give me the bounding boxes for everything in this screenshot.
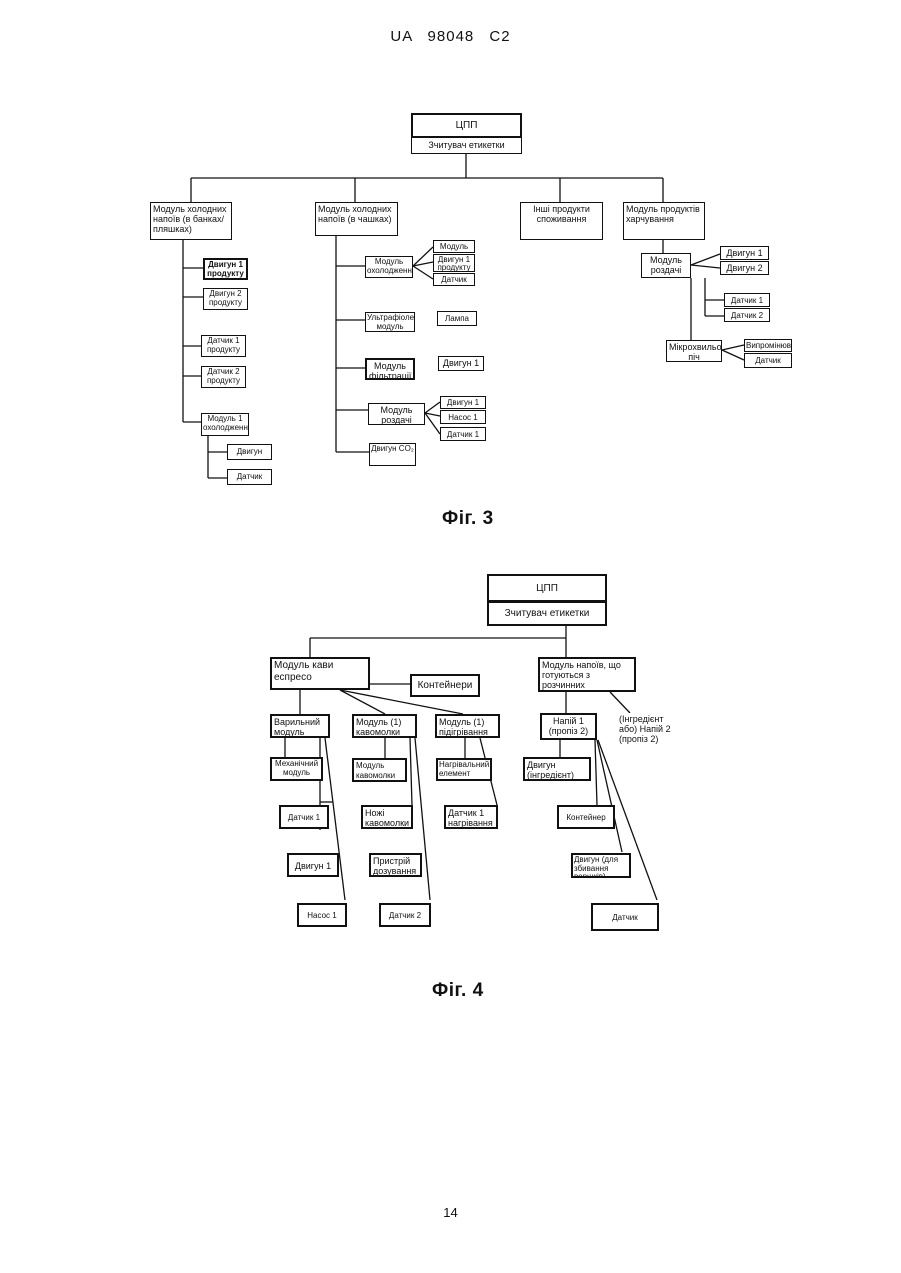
fig3-disp-pump: Насос 1 xyxy=(440,410,486,424)
fig3-mw-emitter: Випромінювач xyxy=(744,339,792,352)
fig4-caption: Фіг. 4 xyxy=(432,980,484,1002)
page-number: 14 xyxy=(0,1205,901,1220)
fig3-food-module: Модуль продуктів харчування xyxy=(623,202,705,240)
fig3-cold-cups-module: Модуль холодних напоїв (в чашках) xyxy=(315,202,398,236)
fig4-dosing-device: Пристрій дозування xyxy=(369,853,422,877)
fig4-sensor-1: Датчик 1 xyxy=(279,805,329,829)
fig3-cm-module: Модуль xyxy=(433,240,475,253)
fig3-cooling-module-b: Модуль охолодження xyxy=(365,256,413,278)
fig3-co2-motor: Двигун CO₂ xyxy=(369,443,416,466)
fig3-uv-module: Ультрафіолетовий модуль xyxy=(365,312,415,332)
fig4-brew-module: Варильний модуль xyxy=(270,714,330,738)
fig4-cpu-box: ЦПП xyxy=(487,574,607,602)
fig4-grinder-module: Модуль (1) кавомолки xyxy=(352,714,417,738)
fig3-lamp: Лампа xyxy=(437,311,477,326)
fig3-caption: Фіг. 3 xyxy=(442,508,494,530)
fig4-heating-module: Модуль (1) підігрівання xyxy=(435,714,500,738)
fig3-motor-a: Двигун xyxy=(227,444,272,460)
fig4-heater-element: Нагрівальний елемент xyxy=(436,758,492,781)
fig4-motor-1: Двигун 1 xyxy=(287,853,339,877)
fig3-cold-cans-module: Модуль холодних напоїв (в банках/ пляшка… xyxy=(150,202,232,240)
fig3-sensor-product-2: Датчик 2 продукту xyxy=(201,366,246,388)
fig4-sensor: Датчик xyxy=(591,903,659,931)
fig3-mw-sensor: Датчик xyxy=(744,353,792,368)
fig4-label-reader-box: Зчитувач етикетки xyxy=(487,601,607,626)
fig4-mech-module: Механічний модуль xyxy=(270,757,323,781)
fig4-cream-motor: Двигун (для збивання вершків) xyxy=(571,853,631,878)
fig3-filter-motor: Двигун 1 xyxy=(438,356,484,371)
fig3-food-motor-1: Двигун 1 xyxy=(720,246,769,260)
fig4-container: Контейнер xyxy=(557,805,615,829)
fig4-pump-1: Насос 1 xyxy=(297,903,347,927)
fig4-ingredient-motor: Двигун (інгредієнт) xyxy=(523,757,591,781)
fig3-food-sensor-1: Датчик 1 xyxy=(724,293,770,307)
fig3-microwave: Мікрохвильова піч xyxy=(666,340,722,362)
fig3-other-products: Інші продукти споживання xyxy=(520,202,603,240)
fig4-heat-sensor: Датчик 1 нагрівання xyxy=(444,805,498,829)
fig4-grinder-sub: Модуль кавомолки xyxy=(352,758,407,782)
fig3-cpu-box: ЦПП xyxy=(411,113,522,138)
fig4-drink-1: Напій 1 (пропіз 2) xyxy=(540,713,597,740)
fig3-dispense-module-b: Модуль роздачі xyxy=(368,403,425,425)
fig4-drink-2: (Інгредієнт або) Напій 2 (пропіз 2) xyxy=(617,713,681,748)
fig4-grinder-blades: Ножі кавомолки xyxy=(361,805,413,829)
fig3-cm-motor: Двигун 1 продукту xyxy=(433,254,475,272)
fig4-espresso-module: Модуль кави еспресо xyxy=(270,657,370,690)
fig3-food-motor-2: Двигун 2 xyxy=(720,261,769,275)
fig3-food-dispense: Модуль роздачі xyxy=(641,253,691,278)
fig3-disp-sensor: Датчик 1 xyxy=(440,427,486,441)
fig4-soluble-module: Модуль напоїв, що готуються з розчинних … xyxy=(538,657,636,692)
fig4-containers: Контейнери xyxy=(410,674,480,697)
fig3-cooling-module-a: Модуль 1 охолодження xyxy=(201,413,249,436)
fig3-label-reader-box: Зчитувач етикетки xyxy=(411,137,522,154)
fig4-sensor-2: Датчик 2 xyxy=(379,903,431,927)
fig3-sensor-a: Датчик xyxy=(227,469,272,485)
fig3-cm-sensor: Датчик xyxy=(433,273,475,286)
fig3-filter-module: Модуль фільтрації xyxy=(365,358,415,380)
fig3-food-sensor-2: Датчик 2 xyxy=(724,308,770,322)
patent-number-header: UA 98048 C2 xyxy=(0,28,901,45)
fig3-disp-motor: Двигун 1 xyxy=(440,396,486,409)
fig3-sensor-product-1: Датчик 1 продукту xyxy=(201,335,246,357)
fig3-motor-product-2: Двигун 2 продукту xyxy=(203,288,248,310)
fig3-motor-product-1: Двигун 1 продукту xyxy=(203,258,248,280)
